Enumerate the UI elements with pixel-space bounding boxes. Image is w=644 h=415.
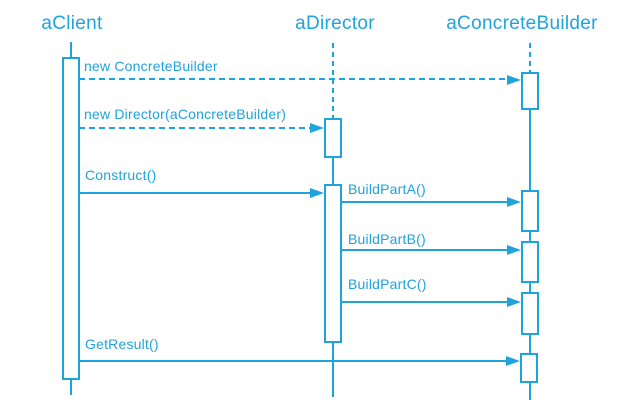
director-activation-construct — [324, 184, 342, 343]
director-lifeline-dashed — [332, 43, 334, 119]
message-label-new-director: new Director(aConcreteBuilder) — [84, 106, 287, 122]
arrowhead-buildpartc — [507, 297, 521, 307]
lifeline-label-adirector: aDirector — [295, 13, 375, 34]
lifeline-label-aconcretebuilder: aConcreteBuilder — [446, 13, 598, 34]
builder-lifeline-bottom — [529, 382, 531, 400]
arrowhead-new-director — [310, 123, 324, 133]
message-label-buildparta: BuildPartA() — [348, 181, 426, 197]
message-line-construct — [79, 192, 311, 194]
message-label-new-concretebuilder: new ConcreteBuilder — [84, 58, 218, 74]
message-label-construct: Construct() — [85, 167, 157, 183]
director-lifeline-bottom — [332, 342, 334, 397]
client-lifeline-top — [70, 42, 72, 58]
message-label-buildpartc: BuildPartC() — [348, 276, 427, 292]
message-line-buildpartb — [341, 249, 508, 251]
builder-lifeline-connector-3 — [529, 282, 531, 293]
builder-activation-getresult — [520, 353, 538, 383]
message-label-buildpartb: BuildPartB() — [348, 231, 426, 247]
builder-lifeline-connector-2 — [529, 231, 531, 242]
arrowhead-construct — [310, 188, 324, 198]
builder-activation-buildpartc — [521, 292, 539, 335]
director-activation-create — [324, 118, 342, 158]
builder-activation-buildparta — [521, 190, 539, 232]
arrowhead-getresult — [506, 356, 520, 366]
message-line-new-concretebuilder — [79, 78, 507, 80]
lifeline-label-aclient: aClient — [41, 13, 103, 34]
builder-lifeline-dashed — [529, 43, 531, 73]
arrowhead-new-concretebuilder — [507, 75, 521, 85]
message-line-getresult — [79, 360, 507, 362]
message-label-getresult: GetResult() — [85, 336, 159, 352]
arrowhead-buildparta — [507, 197, 521, 207]
message-line-buildpartc — [341, 301, 508, 303]
message-line-new-director — [79, 127, 311, 129]
builder-lifeline-connector-1 — [529, 109, 531, 191]
client-lifeline-bottom — [70, 379, 72, 395]
builder-lifeline-connector-4 — [529, 334, 531, 354]
arrowhead-buildpartb — [507, 245, 521, 255]
builder-activation-buildpartb — [521, 241, 539, 283]
director-lifeline-connector — [332, 157, 334, 185]
builder-activation-create — [521, 72, 539, 110]
message-line-buildparta — [341, 201, 508, 203]
client-activation-bar — [62, 57, 80, 380]
